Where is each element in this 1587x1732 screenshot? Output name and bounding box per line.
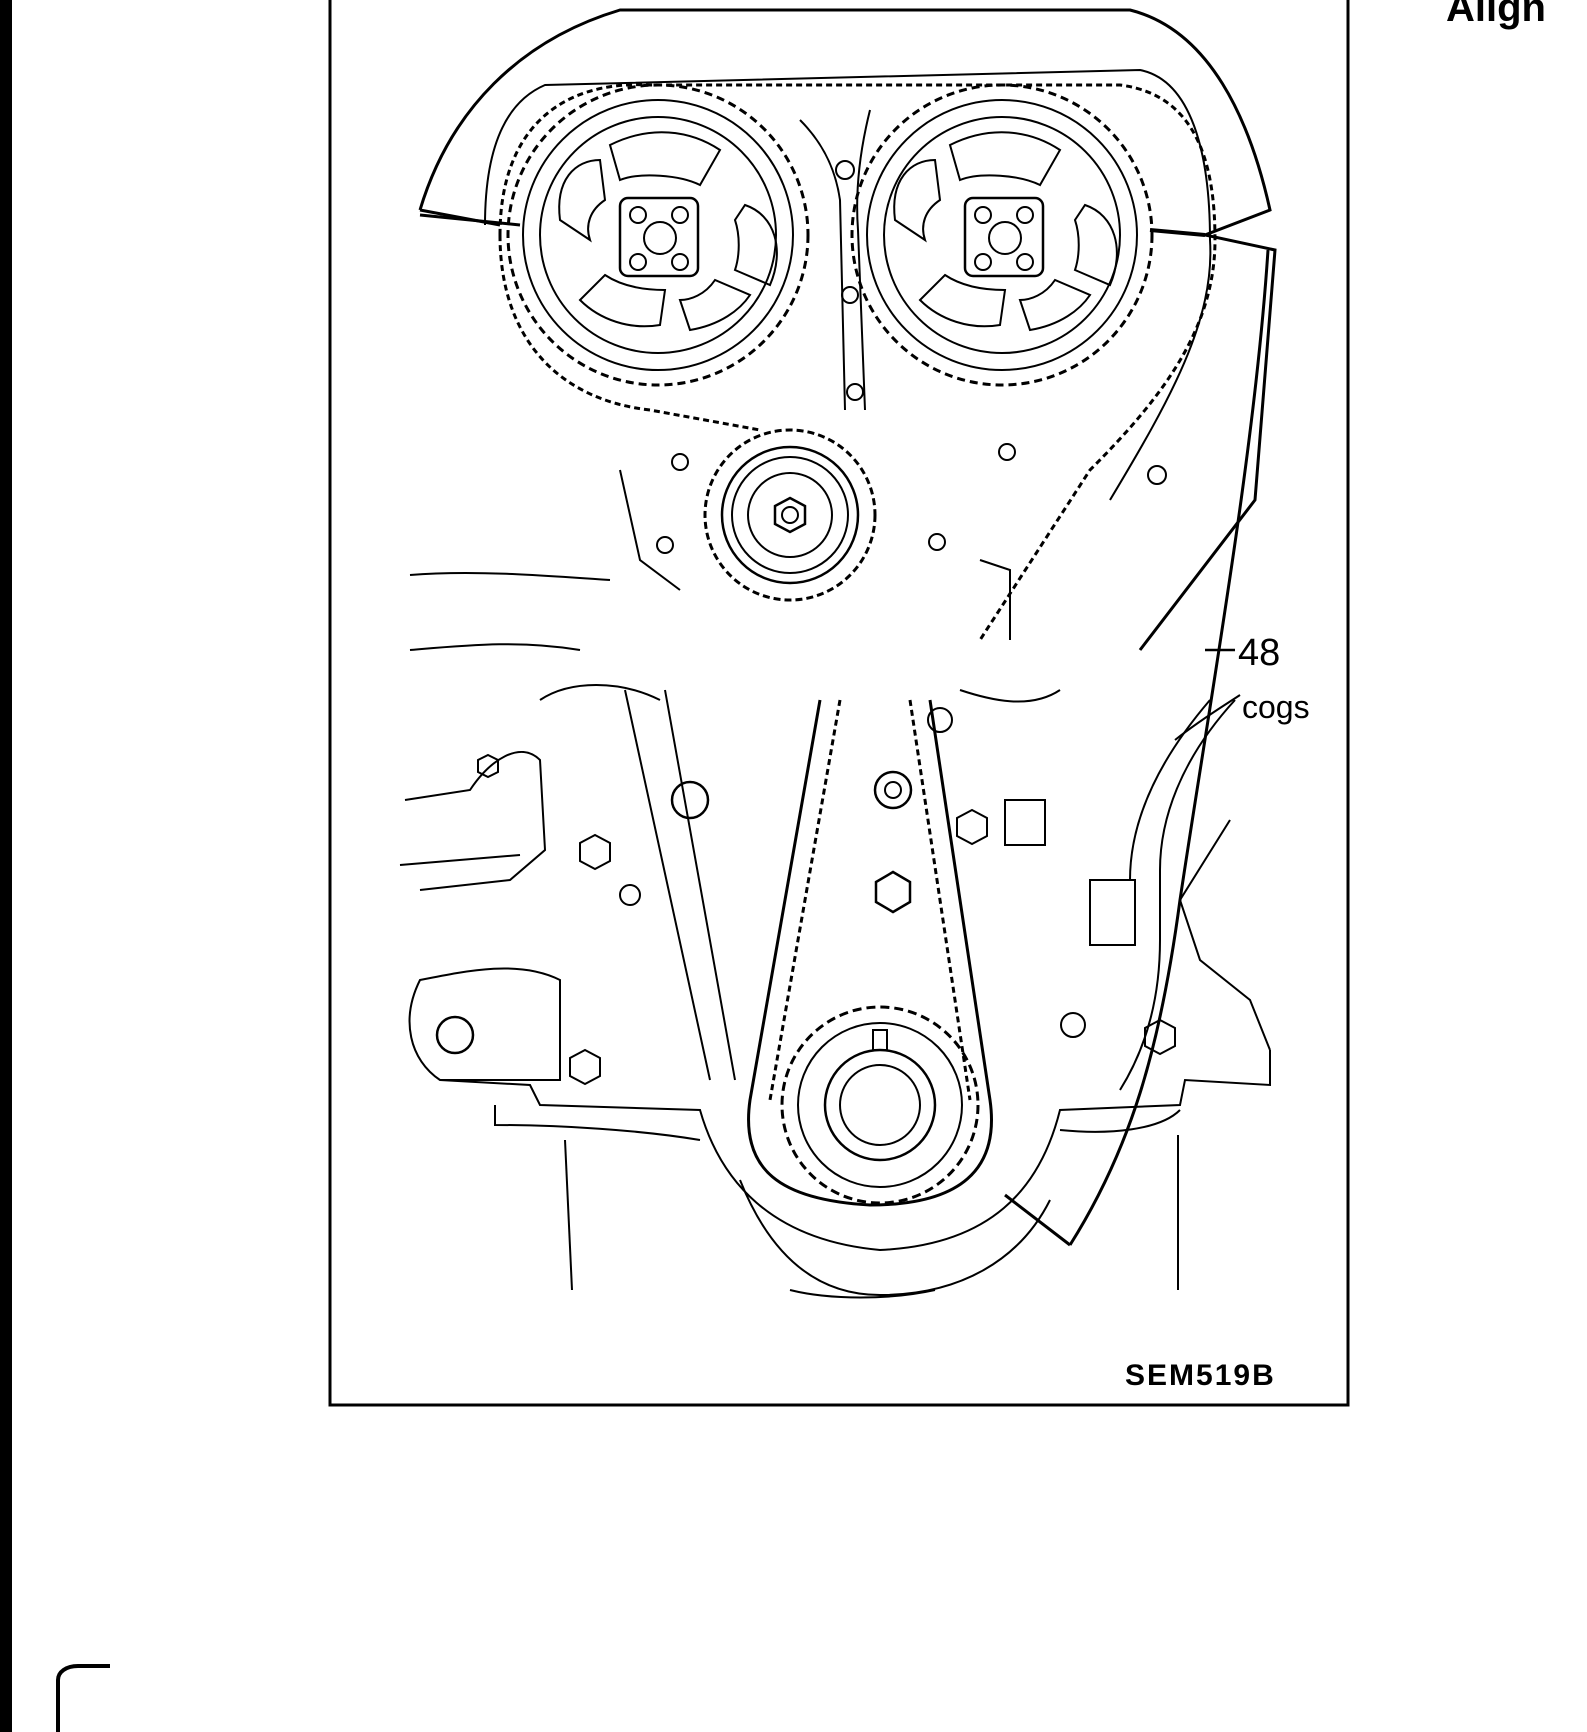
right-camshaft-sprocket — [850, 83, 1154, 387]
timing-belt-lower — [747, 699, 993, 1207]
figure-code: SEM519B — [1125, 1359, 1276, 1392]
crank-alignment-mark — [1004, 1193, 1071, 1247]
lower-cover — [494, 1105, 1181, 1141]
section-heading-fragment: Align — [1446, 0, 1546, 30]
figure-frame — [328, 0, 1350, 1407]
right-cam-alignment-mark — [1149, 228, 1206, 237]
crank-cover-curve — [739, 1179, 1051, 1297]
center-guide — [799, 109, 871, 411]
timing-belt-upper — [498, 83, 1217, 641]
engine-block-outline — [409, 469, 1061, 703]
callout-cog-unit: cogs — [1242, 689, 1310, 725]
idler-mount — [624, 689, 736, 1081]
upper-cover-outline — [418, 8, 1277, 651]
callout-cogs-leader — [1174, 694, 1241, 741]
left-margin-rule — [0, 0, 12, 1732]
tensioner-pulley — [703, 428, 877, 602]
callout-cog-count: 48 — [1238, 632, 1280, 674]
left-cam-alignment-mark — [419, 213, 521, 227]
belt-count-leader — [1068, 249, 1270, 1246]
engine-left-bracket — [399, 750, 547, 891]
left-camshaft-sprocket — [506, 83, 810, 387]
lower-housing — [439, 1050, 1271, 1252]
crankshaft-sprocket — [780, 1005, 980, 1205]
engine-lower-left — [408, 967, 561, 1081]
right-hose — [1119, 699, 1236, 1091]
